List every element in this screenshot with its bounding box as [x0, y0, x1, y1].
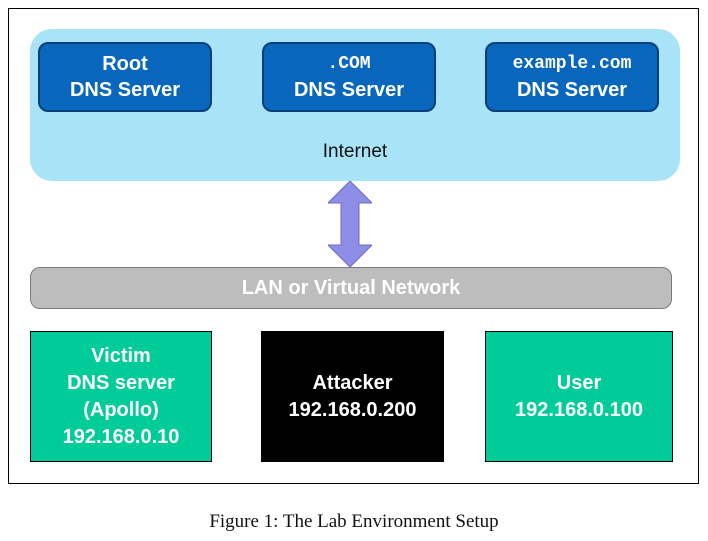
attacker-ip: 192.168.0.200	[288, 398, 417, 421]
lan-bar: LAN or Virtual Network	[30, 267, 672, 309]
user-box: User 192.168.0.100	[485, 331, 673, 462]
com-dns-server-label: DNS Server	[293, 79, 405, 101]
com-dns-server: .COM DNS Server	[262, 42, 436, 112]
victim-title: Victim	[91, 344, 151, 367]
lan-label: LAN or Virtual Network	[241, 276, 461, 299]
victim-ip: 192.168.0.10	[62, 425, 180, 448]
root-dns-server-label: DNS Server	[69, 79, 181, 101]
internet-label: Internet	[322, 141, 388, 162]
figure-caption: Figure 1: The Lab Environment Setup	[209, 511, 499, 532]
attacker-title: Attacker	[312, 371, 393, 394]
user-title: User	[556, 371, 602, 394]
root-dns-server: Root DNS Server	[38, 42, 212, 112]
attacker-box: Attacker 192.168.0.200	[261, 331, 444, 462]
example-com-dns-server-name: example.com	[512, 54, 632, 74]
example-com-dns-server-label: DNS Server	[516, 79, 628, 101]
internet-cloud: Root DNS Server .COM DNS Server example.…	[30, 29, 680, 181]
double-arrow-icon	[328, 181, 372, 267]
example-com-dns-server: example.com DNS Server	[485, 42, 659, 112]
victim-hostname: (Apollo)	[83, 398, 159, 421]
user-ip: 192.168.0.100	[515, 398, 643, 421]
victim-role: DNS server	[67, 371, 175, 394]
root-dns-server-name: Root	[102, 53, 148, 75]
com-dns-server-name: .COM	[327, 54, 371, 74]
victim-dns-server-box: Victim DNS server (Apollo) 192.168.0.10	[30, 331, 212, 462]
